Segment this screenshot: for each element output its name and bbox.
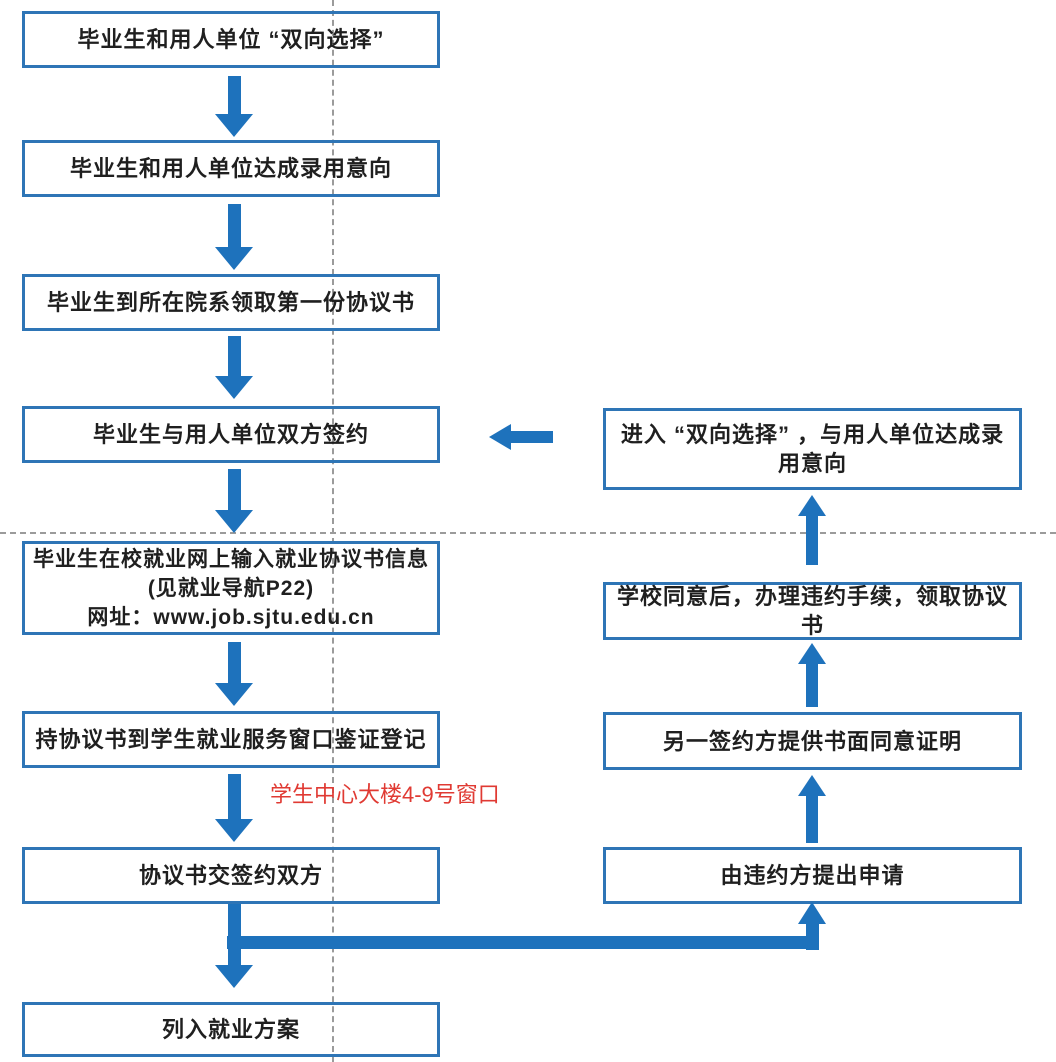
arrow-shaft	[806, 796, 818, 843]
up-arrow-3	[798, 775, 826, 843]
arrow-head-icon	[215, 376, 253, 399]
arrow-head-icon	[798, 643, 826, 664]
window-location-annotation: 学生中心大楼4-9号窗口	[270, 782, 500, 807]
flow-box-label: 学校同意后，办理违约手续，领取协议书	[616, 584, 1008, 638]
arrow-shaft	[227, 336, 241, 376]
arrow-head-icon	[215, 114, 253, 137]
flow-box-label: 协议书交签约双方	[138, 863, 323, 888]
flow-box-label: 持协议书到学生就业服务窗口鉴证登记	[35, 727, 427, 752]
arrow-shaft	[511, 431, 553, 443]
flow-box-school-approves-breach: 学校同意后，办理违约手续，领取协议书	[603, 582, 1022, 640]
down-arrow-2	[215, 204, 253, 270]
arrow-head-icon	[215, 965, 253, 988]
flow-box-employment-plan: 列入就业方案	[22, 1002, 440, 1057]
flow-box-reenter-two-way-selection: 进入 “双向选择” ，与用人单位达成录用意向	[603, 408, 1022, 490]
arrow-shaft	[227, 204, 241, 247]
flow-box-label: 毕业生和用人单位 “双向选择”	[77, 27, 385, 52]
arrow-shaft	[227, 904, 241, 965]
flow-box-breaching-party-applies: 由违约方提出申请	[603, 847, 1022, 904]
arrow-head-icon	[215, 683, 253, 706]
flow-box-two-way-selection: 毕业生和用人单位 “双向选择”	[22, 11, 440, 68]
down-arrow-4	[215, 469, 253, 533]
flow-box-agreement-to-both-parties: 协议书交签约双方	[22, 847, 440, 904]
down-arrow-1	[215, 76, 253, 137]
horizontal-dotted-guide-line	[0, 532, 1056, 534]
arrow-head-icon	[798, 495, 826, 516]
elbow-connector-vertical	[806, 923, 819, 950]
up-arrow-1	[798, 495, 826, 565]
flow-box-label: 毕业生在校就业网上输入就业协议书信息 (见就业导航P22) 网址：www.job…	[33, 547, 429, 629]
arrow-shaft	[227, 774, 241, 819]
flow-box-label: 毕业生和用人单位达成录用意向	[69, 156, 392, 181]
arrow-shaft	[806, 664, 818, 707]
flow-box-attestation-registration: 持协议书到学生就业服务窗口鉴证登记	[22, 711, 440, 768]
elbow-connector-horizontal	[227, 936, 819, 949]
left-arrow	[489, 424, 553, 450]
flow-box-enter-agreement-info-online: 毕业生在校就业网上输入就业协议书信息 (见就业导航P22) 网址：www.job…	[22, 541, 440, 635]
flow-box-other-party-written-consent: 另一签约方提供书面同意证明	[603, 712, 1022, 770]
arrow-head-icon	[215, 819, 253, 842]
arrow-shaft	[227, 76, 241, 114]
down-arrow-6	[215, 774, 253, 842]
arrow-shaft	[806, 516, 818, 565]
flow-box-label: 毕业生与用人单位双方签约	[92, 422, 369, 447]
arrow-head-icon	[489, 424, 511, 450]
elbow-connector-arrow-head-icon	[798, 902, 826, 924]
down-arrow-3	[215, 336, 253, 399]
flow-box-reach-employment-intent: 毕业生和用人单位达成录用意向	[22, 140, 440, 197]
arrow-head-icon	[215, 510, 253, 533]
down-arrow-7	[215, 904, 253, 988]
flow-box-label: 由违约方提出申请	[720, 863, 905, 888]
flow-box-label: 进入 “双向选择” ，与用人单位达成录用意向	[620, 422, 1005, 476]
arrow-head-icon	[215, 247, 253, 270]
arrow-shaft	[227, 642, 241, 683]
flow-box-get-first-agreement: 毕业生到所在院系领取第一份协议书	[22, 274, 440, 331]
flow-box-label: 列入就业方案	[161, 1017, 300, 1042]
flow-box-label: 另一签约方提供书面同意证明	[662, 728, 962, 754]
flow-box-sign-with-employer: 毕业生与用人单位双方签约	[22, 406, 440, 463]
flow-box-label: 毕业生到所在院系领取第一份协议书	[46, 290, 415, 315]
vertical-dotted-guide-line	[332, 0, 334, 1062]
arrow-shaft	[227, 469, 241, 510]
arrow-head-icon	[798, 775, 826, 796]
down-arrow-5	[215, 642, 253, 706]
up-arrow-2	[798, 643, 826, 707]
